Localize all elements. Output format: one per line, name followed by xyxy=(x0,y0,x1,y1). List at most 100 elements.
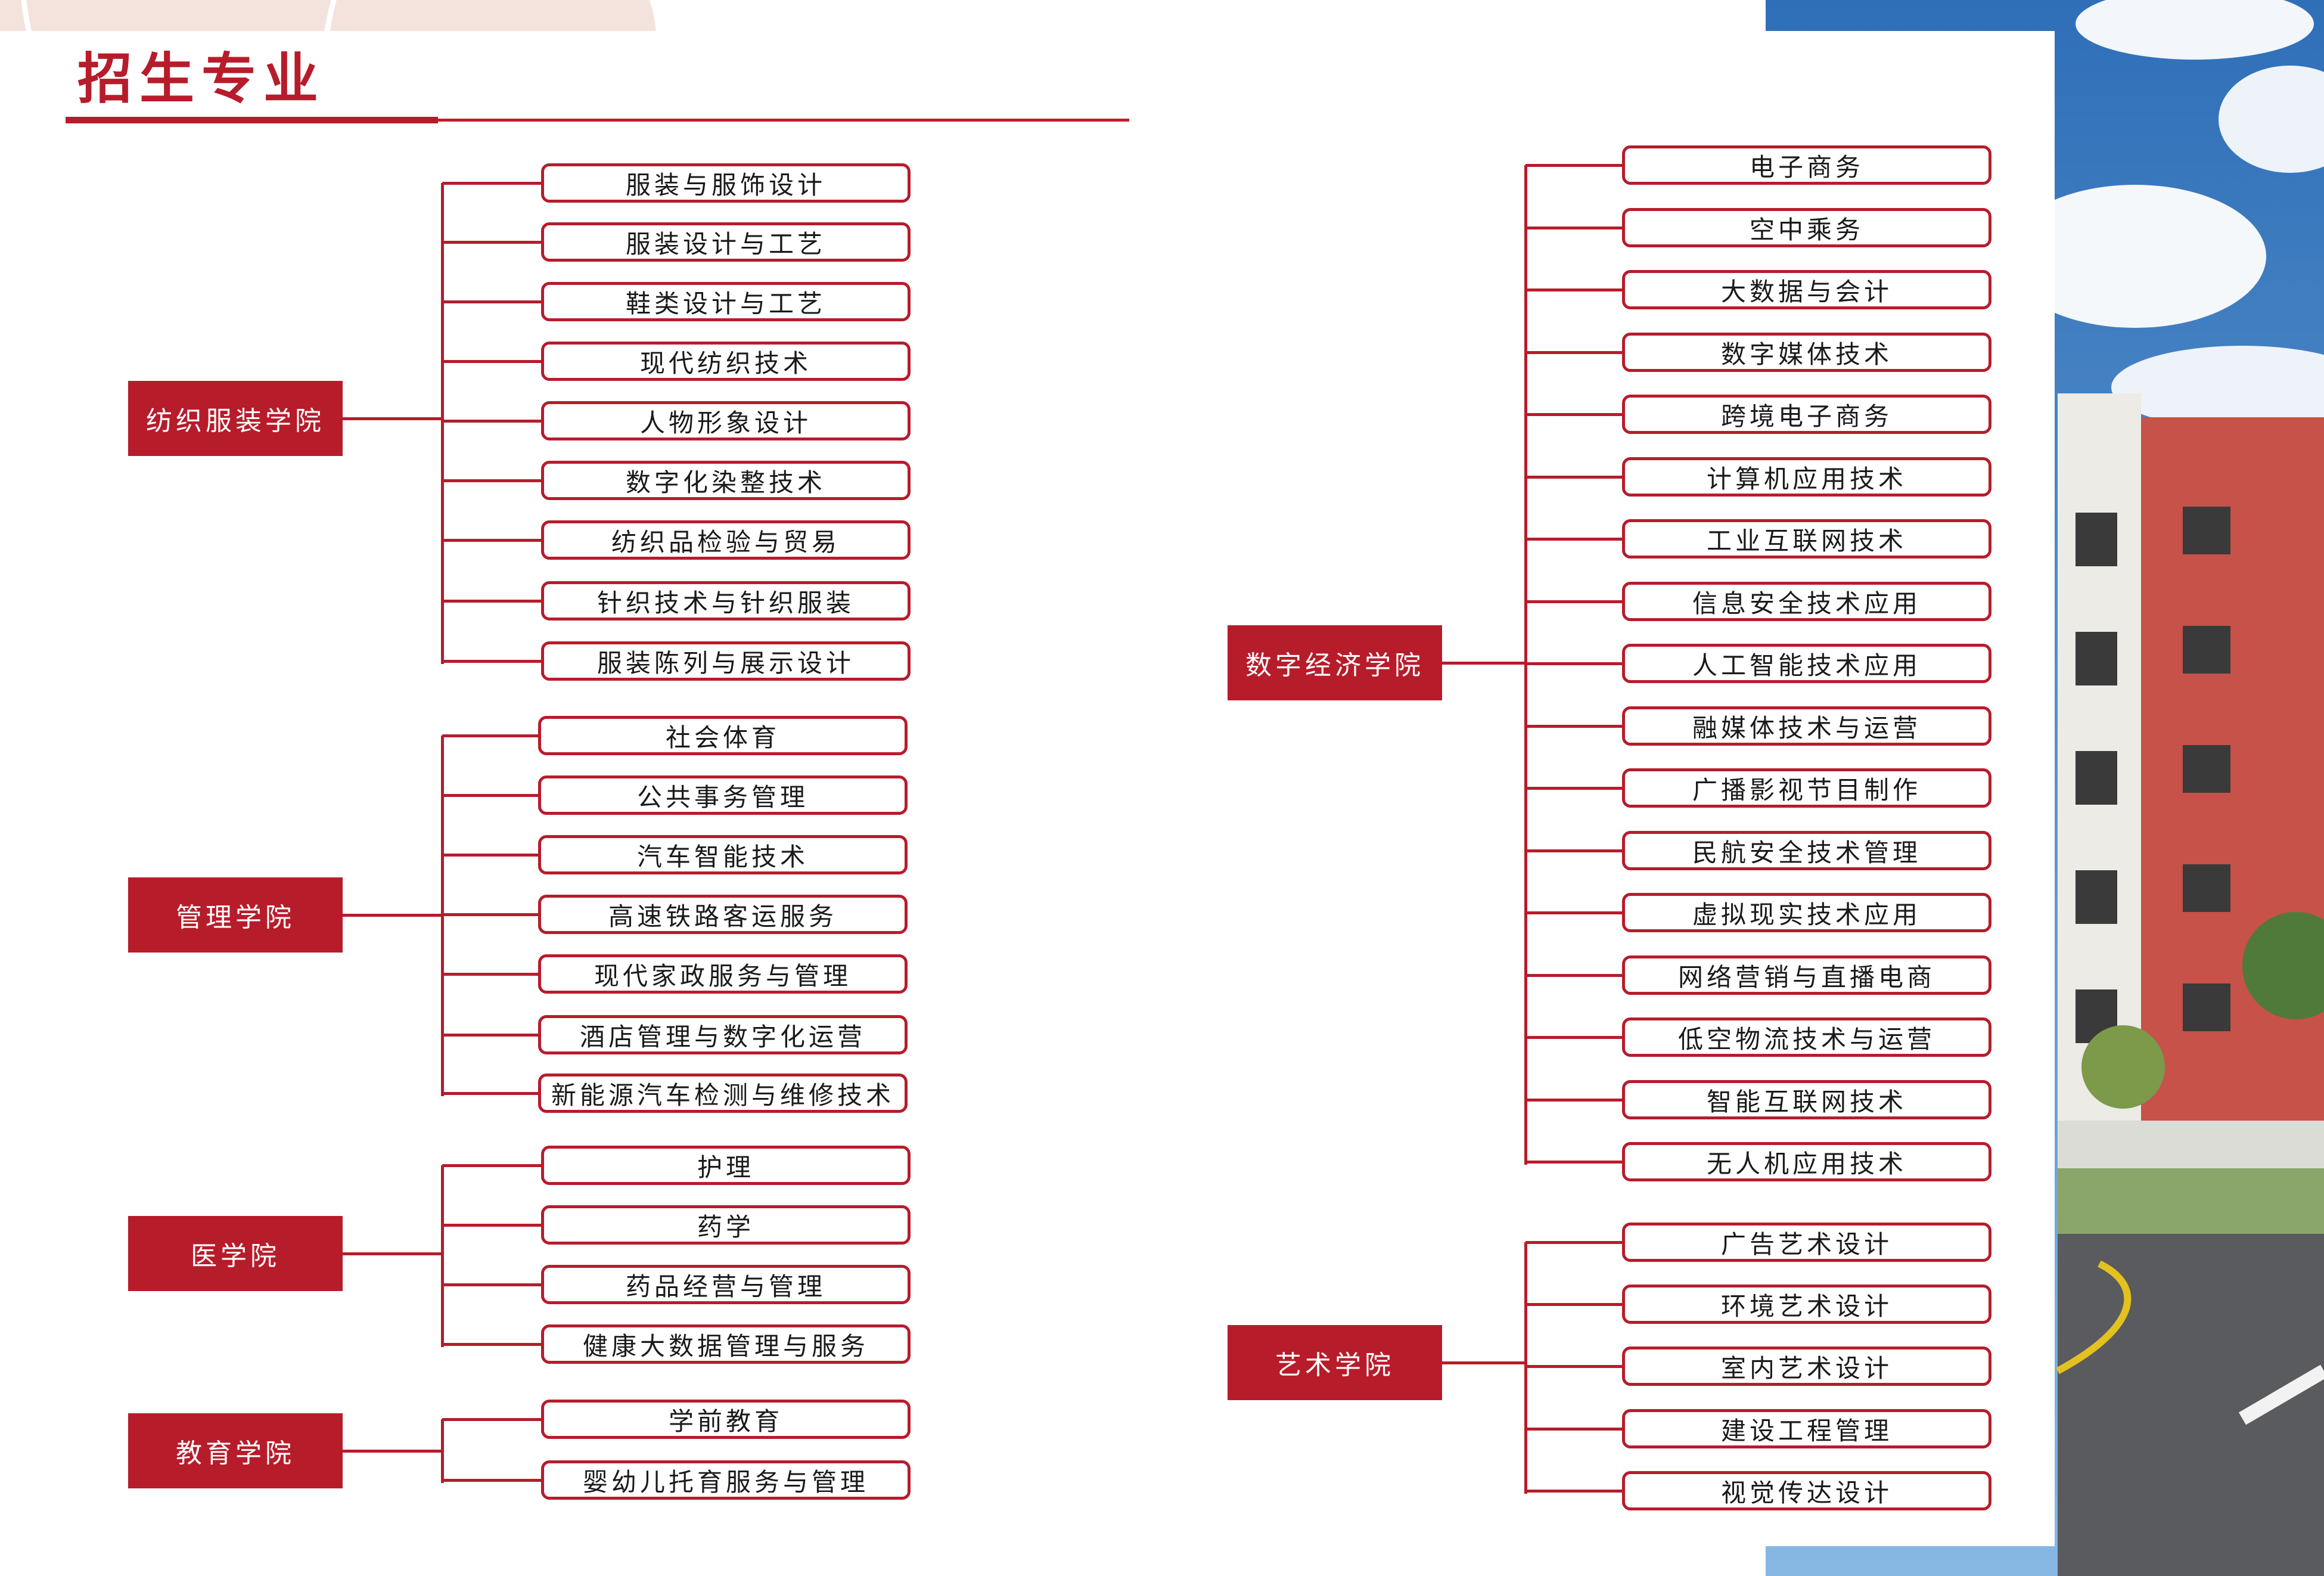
major-item: 服装陈列与展示设计 xyxy=(541,641,911,681)
major-item: 酒店管理与数字化运营 xyxy=(538,1015,908,1054)
major-item: 健康大数据管理与服务 xyxy=(541,1324,911,1364)
connector-branch xyxy=(442,973,538,976)
connector-branch xyxy=(442,479,541,482)
connector-branch xyxy=(1525,1490,1622,1493)
major-item: 广告艺术设计 xyxy=(1622,1223,1991,1262)
major-item: 智能互联网技术 xyxy=(1622,1080,1991,1119)
college-box: 艺术学院 xyxy=(1228,1325,1442,1400)
connector-trunk xyxy=(441,1165,444,1347)
connector-branch xyxy=(1525,725,1622,728)
connector-branch xyxy=(1525,1099,1622,1102)
major-item: 空中乘务 xyxy=(1622,208,1991,247)
connector-branch xyxy=(1525,1241,1622,1244)
connector-branch xyxy=(1525,787,1622,790)
connector-branch xyxy=(1525,1036,1622,1039)
connector-branch xyxy=(442,794,538,797)
major-item: 工业互联网技术 xyxy=(1622,519,1991,559)
major-item: 融媒体技术与运营 xyxy=(1622,706,1991,746)
major-item: 高速铁路客运服务 xyxy=(538,895,908,934)
college-box: 纺织服装学院 xyxy=(128,381,343,456)
connector-trunk xyxy=(441,183,444,664)
major-item: 汽车智能技术 xyxy=(538,835,908,874)
major-item: 纺织品检验与贸易 xyxy=(541,520,911,560)
connector-branch xyxy=(442,1418,541,1421)
connector-branch xyxy=(442,300,541,303)
connector-branch xyxy=(442,539,541,542)
connector-branch xyxy=(1525,476,1622,479)
major-item: 网络营销与直播电商 xyxy=(1622,955,1991,995)
connector-branch xyxy=(1525,227,1622,229)
connector-branch xyxy=(442,913,538,916)
major-item: 低空物流技术与运营 xyxy=(1622,1017,1991,1057)
connector-branch xyxy=(1525,600,1622,603)
connector-branch xyxy=(1525,974,1622,977)
title-underline xyxy=(66,119,1129,122)
connector-branch xyxy=(442,1283,541,1286)
major-item: 视觉传达设计 xyxy=(1622,1471,1991,1510)
connector-branch xyxy=(442,660,541,663)
major-item: 跨境电子商务 xyxy=(1622,395,1991,434)
major-item: 虚拟现实技术应用 xyxy=(1622,893,1991,932)
major-item: 药学 xyxy=(541,1205,911,1245)
major-item: 广播影视节目制作 xyxy=(1622,768,1991,808)
major-item: 鞋类设计与工艺 xyxy=(541,282,911,321)
major-item: 针织技术与针织服装 xyxy=(541,581,911,621)
connector-branch xyxy=(442,1164,541,1167)
connector-branch xyxy=(1525,911,1622,914)
page-title: 招生专业 xyxy=(77,46,326,111)
major-item: 大数据与会计 xyxy=(1622,270,1991,309)
connector-trunk xyxy=(441,1419,444,1483)
major-item: 公共事务管理 xyxy=(538,775,908,815)
major-item: 婴幼儿托育服务与管理 xyxy=(541,1460,911,1500)
college-box: 教育学院 xyxy=(128,1413,343,1488)
connector-branch xyxy=(1525,849,1622,852)
connector-branch xyxy=(442,360,541,363)
major-item: 现代纺织技术 xyxy=(541,342,911,381)
connector-branch xyxy=(442,1034,538,1037)
connector-branch xyxy=(442,182,541,185)
major-item: 民航安全技术管理 xyxy=(1622,831,1991,870)
major-item: 人物形象设计 xyxy=(541,401,911,440)
connector-branch xyxy=(442,600,541,603)
major-item: 电子商务 xyxy=(1622,145,1991,185)
major-item: 数字媒体技术 xyxy=(1622,333,1991,372)
major-item: 药品经营与管理 xyxy=(541,1265,911,1304)
connector-trunk xyxy=(1524,1242,1527,1494)
college-box: 管理学院 xyxy=(128,877,343,953)
major-item: 人工智能技术应用 xyxy=(1622,644,1991,683)
connector-branch xyxy=(1525,164,1622,167)
major-item: 无人机应用技术 xyxy=(1622,1142,1991,1181)
major-item: 学前教育 xyxy=(541,1400,911,1439)
connector-branch xyxy=(442,1092,538,1095)
connector-branch xyxy=(1525,413,1622,416)
college-box: 医学院 xyxy=(128,1216,343,1291)
college-box: 数字经济学院 xyxy=(1228,625,1442,700)
connector-branch xyxy=(442,1224,541,1227)
connector-branch xyxy=(1525,1365,1622,1368)
major-item: 计算机应用技术 xyxy=(1622,457,1991,497)
major-item: 环境艺术设计 xyxy=(1622,1285,1991,1324)
title-underline-accent xyxy=(66,117,438,123)
major-item: 信息安全技术应用 xyxy=(1622,582,1991,621)
major-item: 数字化染整技术 xyxy=(541,461,911,500)
connector-branch xyxy=(1525,351,1622,354)
major-item: 服装与服饰设计 xyxy=(541,163,911,203)
connector-branch xyxy=(1525,1428,1622,1431)
major-item: 新能源汽车检测与维修技术 xyxy=(538,1074,908,1113)
connector-branch xyxy=(442,1343,541,1346)
connector-branch xyxy=(1525,662,1622,665)
connector-branch xyxy=(1525,538,1622,541)
major-item: 社会体育 xyxy=(538,716,908,755)
connector-branch xyxy=(442,420,541,423)
connector-branch xyxy=(442,854,538,857)
major-item: 护理 xyxy=(541,1146,911,1185)
major-item: 服装设计与工艺 xyxy=(541,222,911,262)
connector-branch xyxy=(442,241,541,244)
connector-branch xyxy=(1525,1161,1622,1164)
major-item: 建设工程管理 xyxy=(1622,1409,1991,1448)
connector-branch xyxy=(442,1479,541,1482)
major-item: 室内艺术设计 xyxy=(1622,1347,1991,1386)
connector-branch xyxy=(442,734,538,737)
connector-branch xyxy=(1525,1303,1622,1306)
connector-branch xyxy=(1525,288,1622,291)
